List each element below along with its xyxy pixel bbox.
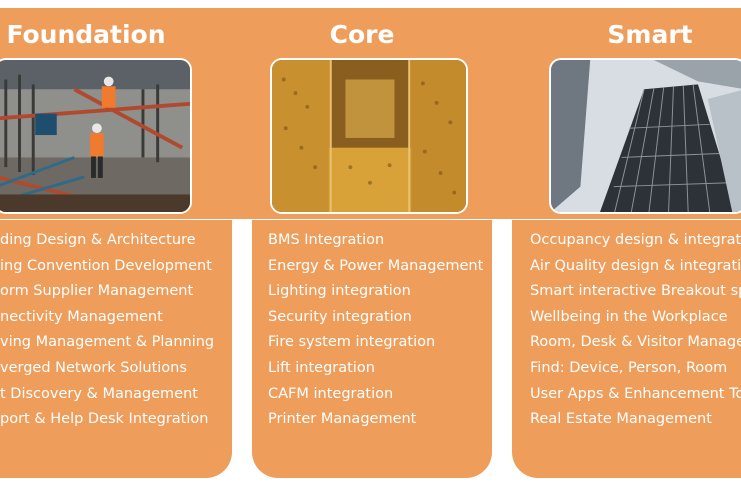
list-item: ing Convention Development <box>0 257 212 274</box>
list-item: Find: Device, Person, Room <box>530 359 728 376</box>
list-item: t Discovery & Management <box>0 385 198 402</box>
list-item: orm Supplier Management <box>0 283 194 300</box>
list-item: ving Management & Planning <box>0 334 215 351</box>
skyscrapers-photo <box>549 58 741 214</box>
foundation-list: ding Design & Architecture ing Conventio… <box>0 220 232 433</box>
list-item: Energy & Power Management <box>268 257 484 274</box>
list-item: Wellbeing in the Workplace <box>530 308 728 325</box>
column-title-core: Core <box>329 20 395 49</box>
list-item: Printer Management <box>268 411 417 428</box>
foundation-card: ding Design & Architecture ing Conventio… <box>0 220 232 478</box>
list-item: nectivity Management <box>0 308 163 325</box>
list-item: User Apps & Enhancement Too <box>530 385 741 402</box>
list-item: Security integration <box>268 308 412 325</box>
list-item: Real Estate Management <box>530 411 712 428</box>
list-item: BMS Integration <box>268 232 385 248</box>
column-title-smart: Smart <box>607 20 693 49</box>
list-item: Occupancy design & integration <box>530 232 741 248</box>
list-item: CAFM integration <box>268 385 394 402</box>
column-title-foundation: Foundation <box>6 20 166 49</box>
list-item: verged Network Solutions <box>0 359 187 376</box>
core-list: BMS Integration Energy & Power Managemen… <box>252 220 492 433</box>
smart-list: Occupancy design & integration Air Quali… <box>512 220 741 433</box>
smart-card: Occupancy design & integration Air Quali… <box>512 220 741 478</box>
list-item: Room, Desk & Visitor Managem <box>530 334 741 351</box>
list-item: Lift integration <box>268 359 375 376</box>
list-item: Smart interactive Breakout spa <box>530 283 741 300</box>
list-item: Fire system integration <box>268 334 436 351</box>
list-item: ding Design & Architecture <box>0 232 196 248</box>
elevator-shaft-photo <box>270 58 468 214</box>
construction-site-photo <box>0 58 192 214</box>
list-item: Lighting integration <box>268 283 411 300</box>
core-card: BMS Integration Energy & Power Managemen… <box>252 220 492 478</box>
list-item: Air Quality design & integration <box>530 257 741 274</box>
list-item: port & Help Desk Integration <box>0 411 209 428</box>
